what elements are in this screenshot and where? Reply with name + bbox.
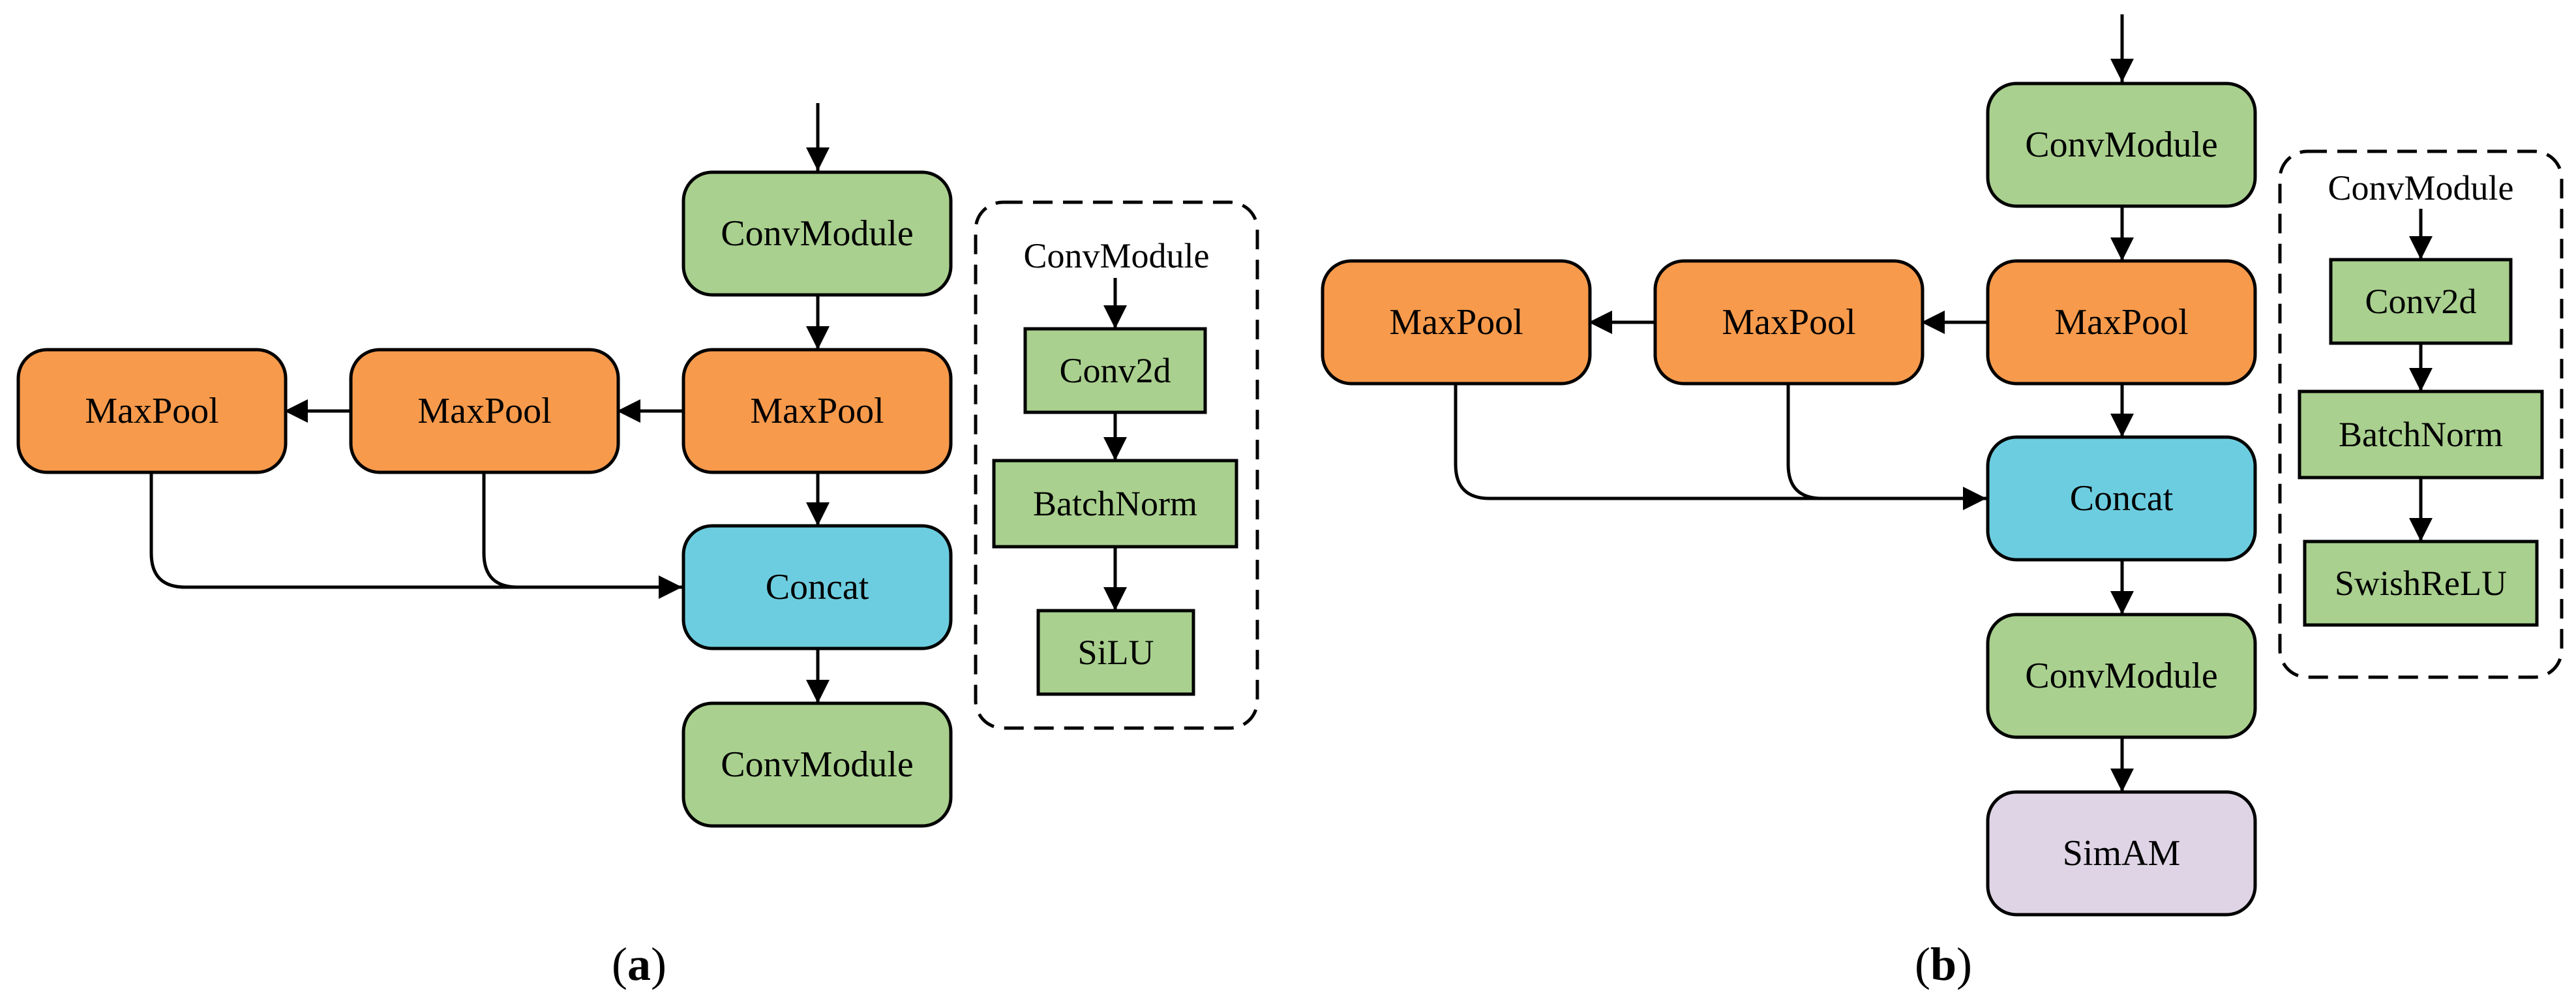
a-inset-title: ConvModule	[1023, 236, 1209, 275]
b-inset-batchnorm-label: BatchNorm	[2339, 415, 2503, 454]
a-concat-label: Concat	[766, 567, 869, 607]
b-caption-letter: b	[1930, 938, 1956, 990]
b-simam-node: SimAM	[1986, 790, 2257, 917]
b-inset-activation-label: SwishReLU	[2335, 564, 2507, 603]
b-inset-conv2d-box	[2329, 258, 2513, 345]
b-inset-activation-box	[2303, 540, 2539, 627]
b-conv-bottom-label: ConvModule	[2025, 656, 2218, 696]
b-inset-convmodule: ConvModule Conv2d BatchNorm SwishReLU	[2278, 149, 2564, 679]
a-caption-letter: a	[627, 938, 651, 990]
a-inset-batchnorm-label: BatchNorm	[1033, 484, 1197, 523]
a-skip-maxpool-mid-to-concat	[482, 472, 518, 589]
a-conv-top-label: ConvModule	[721, 213, 914, 254]
b-concat-node: Concat	[1986, 435, 2257, 562]
b-concat-label: Concat	[2070, 478, 2174, 519]
a-conv-top-node: ConvModule	[681, 170, 953, 297]
a-caption: (a)	[612, 938, 666, 990]
b-inset-conv2d-label: Conv2d	[2365, 282, 2476, 321]
a-conv-bottom-node: ConvModule	[681, 701, 953, 828]
a-maxpool-left-node: MaxPool	[16, 348, 288, 474]
b-skip-maxpool-left-to-concat	[1454, 384, 1986, 510]
a-maxpool-left-label: MaxPool	[85, 391, 218, 431]
panel-a: ConvModule MaxPool MaxPool MaxPool Conca…	[16, 103, 1259, 990]
b-maxpool-left-node: MaxPool	[1321, 259, 1592, 386]
b-maxpool-mid-label: MaxPool	[1722, 302, 1855, 343]
b-inset-title: ConvModule	[2328, 168, 2513, 207]
panel-b: ConvModule MaxPool MaxPool MaxPool Conca…	[1321, 14, 2564, 990]
a-inset-activation-label: SiLU	[1077, 633, 1154, 672]
a-inset-activation-box	[1036, 609, 1195, 696]
b-maxpool-right-node: MaxPool	[1986, 259, 2257, 386]
b-maxpool-left-label: MaxPool	[1389, 302, 1523, 343]
a-maxpool-mid-label: MaxPool	[417, 391, 551, 431]
b-skip-maxpool-mid-to-concat	[1786, 384, 1823, 500]
a-inset-conv2d-label: Conv2d	[1059, 351, 1171, 390]
a-maxpool-right-node: MaxPool	[681, 348, 953, 474]
a-maxpool-mid-node: MaxPool	[349, 348, 620, 474]
a-concat-node: Concat	[681, 524, 953, 650]
b-maxpool-mid-node: MaxPool	[1653, 259, 1925, 386]
panel-a-connectors	[149, 103, 830, 703]
b-conv-bottom-node: ConvModule	[1986, 613, 2257, 739]
b-simam-label: SimAM	[2063, 833, 2181, 874]
a-inset-convmodule: ConvModule Conv2d BatchNorm SiLU	[974, 200, 1259, 730]
b-conv-top-label: ConvModule	[2025, 125, 2218, 165]
a-maxpool-right-label: MaxPool	[750, 391, 884, 431]
b-inset-batchnorm-box	[2298, 389, 2544, 480]
b-caption: (b)	[1915, 938, 1972, 990]
b-conv-top-node: ConvModule	[1986, 82, 2257, 208]
a-conv-bottom-label: ConvModule	[721, 744, 914, 785]
panel-b-connectors	[1454, 14, 2134, 792]
a-skip-maxpool-left-to-concat	[149, 472, 682, 599]
b-maxpool-right-label: MaxPool	[2054, 302, 2188, 343]
a-inset-conv2d-box	[1023, 327, 1207, 414]
